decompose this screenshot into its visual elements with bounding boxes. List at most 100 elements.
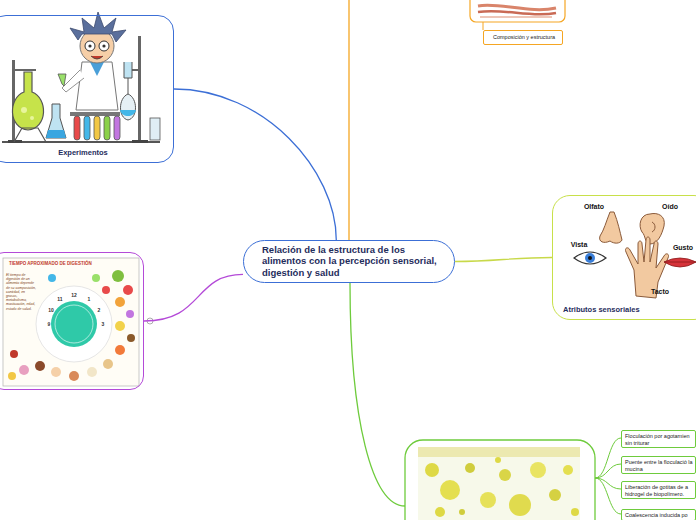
sense-label: Olfato — [584, 203, 604, 210]
muscle-image — [480, 16, 552, 18]
central-topic: Relación de la estructura de los aliment… — [243, 240, 455, 283]
scientist-illustration — [132, 140, 148, 143]
senses-image — [664, 262, 696, 263]
scientist-illustration — [13, 69, 36, 71]
food-icons — [8, 372, 16, 380]
oil-droplets-image — [405, 440, 595, 520]
clock-number: 3 — [102, 322, 105, 327]
node-title: Atributos sensoriales — [563, 305, 696, 314]
scientist-illustration — [150, 118, 160, 140]
image-topic: Atributos sensoriales — [552, 195, 696, 320]
digestion-clock-image — [55, 305, 93, 343]
scientist-illustration — [12, 72, 43, 130]
node-body: El tiempo de digestión de un alimento de… — [6, 273, 37, 311]
oil-droplets-image — [495, 457, 501, 463]
senses-image — [664, 258, 696, 267]
oil-droplets-image — [530, 462, 546, 478]
node-title: Puente entre la floculació la mucina — [625, 459, 694, 472]
scientist-illustration — [120, 110, 136, 116]
scientist-illustration — [94, 116, 100, 140]
food-icons — [126, 310, 134, 318]
scientist-illustration — [90, 62, 104, 76]
food-icons — [48, 274, 56, 282]
subtopic-box: Coalescencia inducida po — [621, 509, 696, 520]
scientist-illustration — [70, 12, 126, 42]
scientist-illustration — [104, 116, 110, 140]
muscle-image — [478, 5, 556, 10]
food-icons — [87, 367, 97, 377]
green-branch — [350, 283, 405, 506]
oil-droplets-image — [440, 480, 460, 500]
senses-image — [600, 212, 622, 243]
clock-number: 12 — [71, 293, 77, 298]
sense-label: Tacto — [651, 288, 669, 295]
scientist-illustration — [74, 116, 80, 140]
food-icons — [123, 285, 133, 295]
food-icons — [69, 371, 79, 381]
food-icons — [92, 274, 100, 282]
senses-image — [625, 237, 668, 298]
digestion-clock-image — [3, 258, 139, 386]
muscle-image — [478, 11, 556, 14]
orange-branch — [348, 0, 349, 240]
sense-label: Vista — [571, 241, 588, 248]
food-icons — [51, 367, 61, 377]
digestion-clock-image — [51, 301, 97, 347]
scientist-illustration — [70, 112, 120, 116]
oil-droplets-image — [418, 447, 580, 520]
food-icons — [115, 321, 125, 331]
scientist-illustration — [2, 141, 160, 143]
senses-image — [652, 222, 655, 232]
scientist-illustration — [21, 107, 27, 113]
subtopic-box: Puente entre la floculació la mucina — [621, 456, 696, 474]
scientist-illustration — [91, 56, 103, 59]
oil-droplets-image — [499, 469, 511, 481]
oil-droplets-image — [549, 489, 561, 501]
scientist-illustration — [85, 41, 95, 51]
food-icons — [102, 286, 110, 294]
muscle-image — [470, 0, 565, 30]
node-title: Relación de la estructura de los aliment… — [262, 244, 440, 278]
senses-image — [588, 256, 592, 260]
scientist-illustration — [138, 36, 141, 142]
sense-label: Oído — [662, 203, 678, 210]
oil-droplets-image — [459, 509, 465, 515]
node-title: TIEMPO APROXIMADO DE DIGESTIÓN — [9, 261, 125, 266]
sense-label: Gusto — [673, 244, 693, 251]
branch-connector — [455, 258, 552, 262]
scientist-illustration — [14, 128, 46, 142]
senses-image — [574, 212, 696, 298]
scientist-illustration — [88, 44, 91, 47]
scientist-illustration — [58, 74, 66, 86]
oil-droplets-image — [425, 463, 439, 477]
food-icons — [115, 345, 125, 355]
subtopic-box: Floculación por agotamien sin triturar — [621, 430, 696, 448]
oil-droplets-image — [509, 494, 531, 516]
green-sub-branch — [595, 478, 621, 514]
scientist-illustration — [46, 104, 66, 138]
food-icons — [19, 365, 29, 375]
subtopic-box: Composición y estructura — [483, 30, 563, 45]
clock-number: 11 — [57, 297, 62, 302]
image-topic: Experimentos — [0, 15, 174, 163]
green-sub-branch — [595, 438, 621, 478]
oil-droplets-image — [465, 463, 475, 473]
food-icons — [35, 361, 45, 371]
scientist-illustration — [46, 130, 66, 138]
oil-droplets-image — [435, 507, 445, 517]
clock-number: 1 — [88, 297, 91, 302]
food-icons — [10, 350, 18, 358]
node-title: Coalescencia inducida po — [625, 512, 694, 519]
subtopic-box: Liberación de gotitas de a hidrogel de b… — [621, 481, 696, 499]
food-icons — [103, 359, 113, 369]
green-sub-branch — [595, 464, 621, 478]
food-icons — [115, 297, 125, 307]
oil-droplets-image — [405, 440, 595, 520]
node-title: Experimentos — [1, 148, 165, 157]
scientist-illustration — [62, 70, 84, 92]
oil-droplets-image — [571, 508, 579, 516]
scientist-illustration — [76, 62, 118, 110]
scientist-illustration — [102, 44, 105, 47]
branch-connector — [174, 89, 336, 240]
